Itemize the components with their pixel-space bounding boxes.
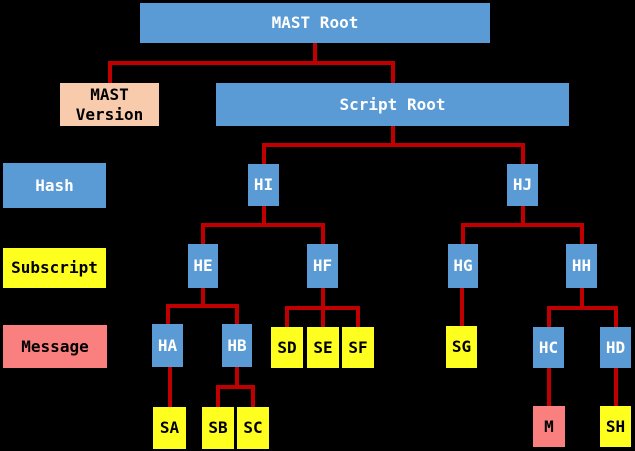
edge-segment [461,223,465,244]
edge-segment [235,367,239,389]
node-hb: HB [222,324,252,367]
edge-segment [201,223,325,227]
edge-segment [261,206,266,227]
edge-segment [320,288,325,310]
node-mast-root: MAST Root [140,3,490,43]
edge-segment [390,61,395,83]
edge-segment [356,306,360,327]
node-sa: SA [153,407,186,449]
node-sg: SG [446,326,477,368]
edge-segment [547,368,551,406]
edge-segment [235,304,239,324]
node-script-root: Script Root [216,83,569,126]
edge-segment [201,223,205,244]
edge-segment [201,288,205,308]
edge-segment [459,288,464,326]
edge-segment [107,61,112,83]
edge-segment [579,223,584,244]
edge-segment [520,143,525,164]
node-hi: HI [248,164,279,206]
edge-segment [216,385,220,407]
edge-segment [165,304,170,324]
edge-segment [579,288,584,310]
edge-segment [165,304,239,308]
edge-segment [107,61,395,65]
node-sf: SF [342,327,374,368]
node-he: HE [188,244,218,288]
legend-legend-subscript: Subscript [3,248,106,288]
node-mast-version: MAST Version [60,83,159,126]
edge-segment [320,223,325,244]
node-sd: SD [271,327,303,368]
edge-segment [321,306,325,327]
node-sc: SC [237,407,269,449]
node-hg: HG [448,244,478,288]
edge-segment [216,385,255,389]
edge-segment [251,385,255,407]
edge-segment [461,223,584,227]
node-hj: HJ [507,164,538,206]
node-ha: HA [152,324,183,367]
edge-segment [285,306,289,327]
node-m: M [533,406,565,447]
node-hd: HD [600,327,631,368]
edge-segment [261,143,266,164]
edge-segment [261,143,525,147]
edge-segment [390,126,395,147]
edge-segment [313,43,317,65]
edge-segment [167,367,172,407]
node-sb: SB [202,407,234,449]
legend-legend-hash: Hash [3,163,106,208]
node-hf: HF [307,244,338,288]
edge-segment [520,206,525,227]
edge-segment [613,306,618,327]
edge-segment [613,368,618,406]
edge-segment [546,306,618,310]
node-sh: SH [600,406,631,447]
legend-legend-message: Message [3,325,107,368]
node-hh: HH [566,244,597,288]
node-hc: HC [533,327,564,368]
node-se: SE [307,327,339,368]
edge-segment [546,306,551,327]
